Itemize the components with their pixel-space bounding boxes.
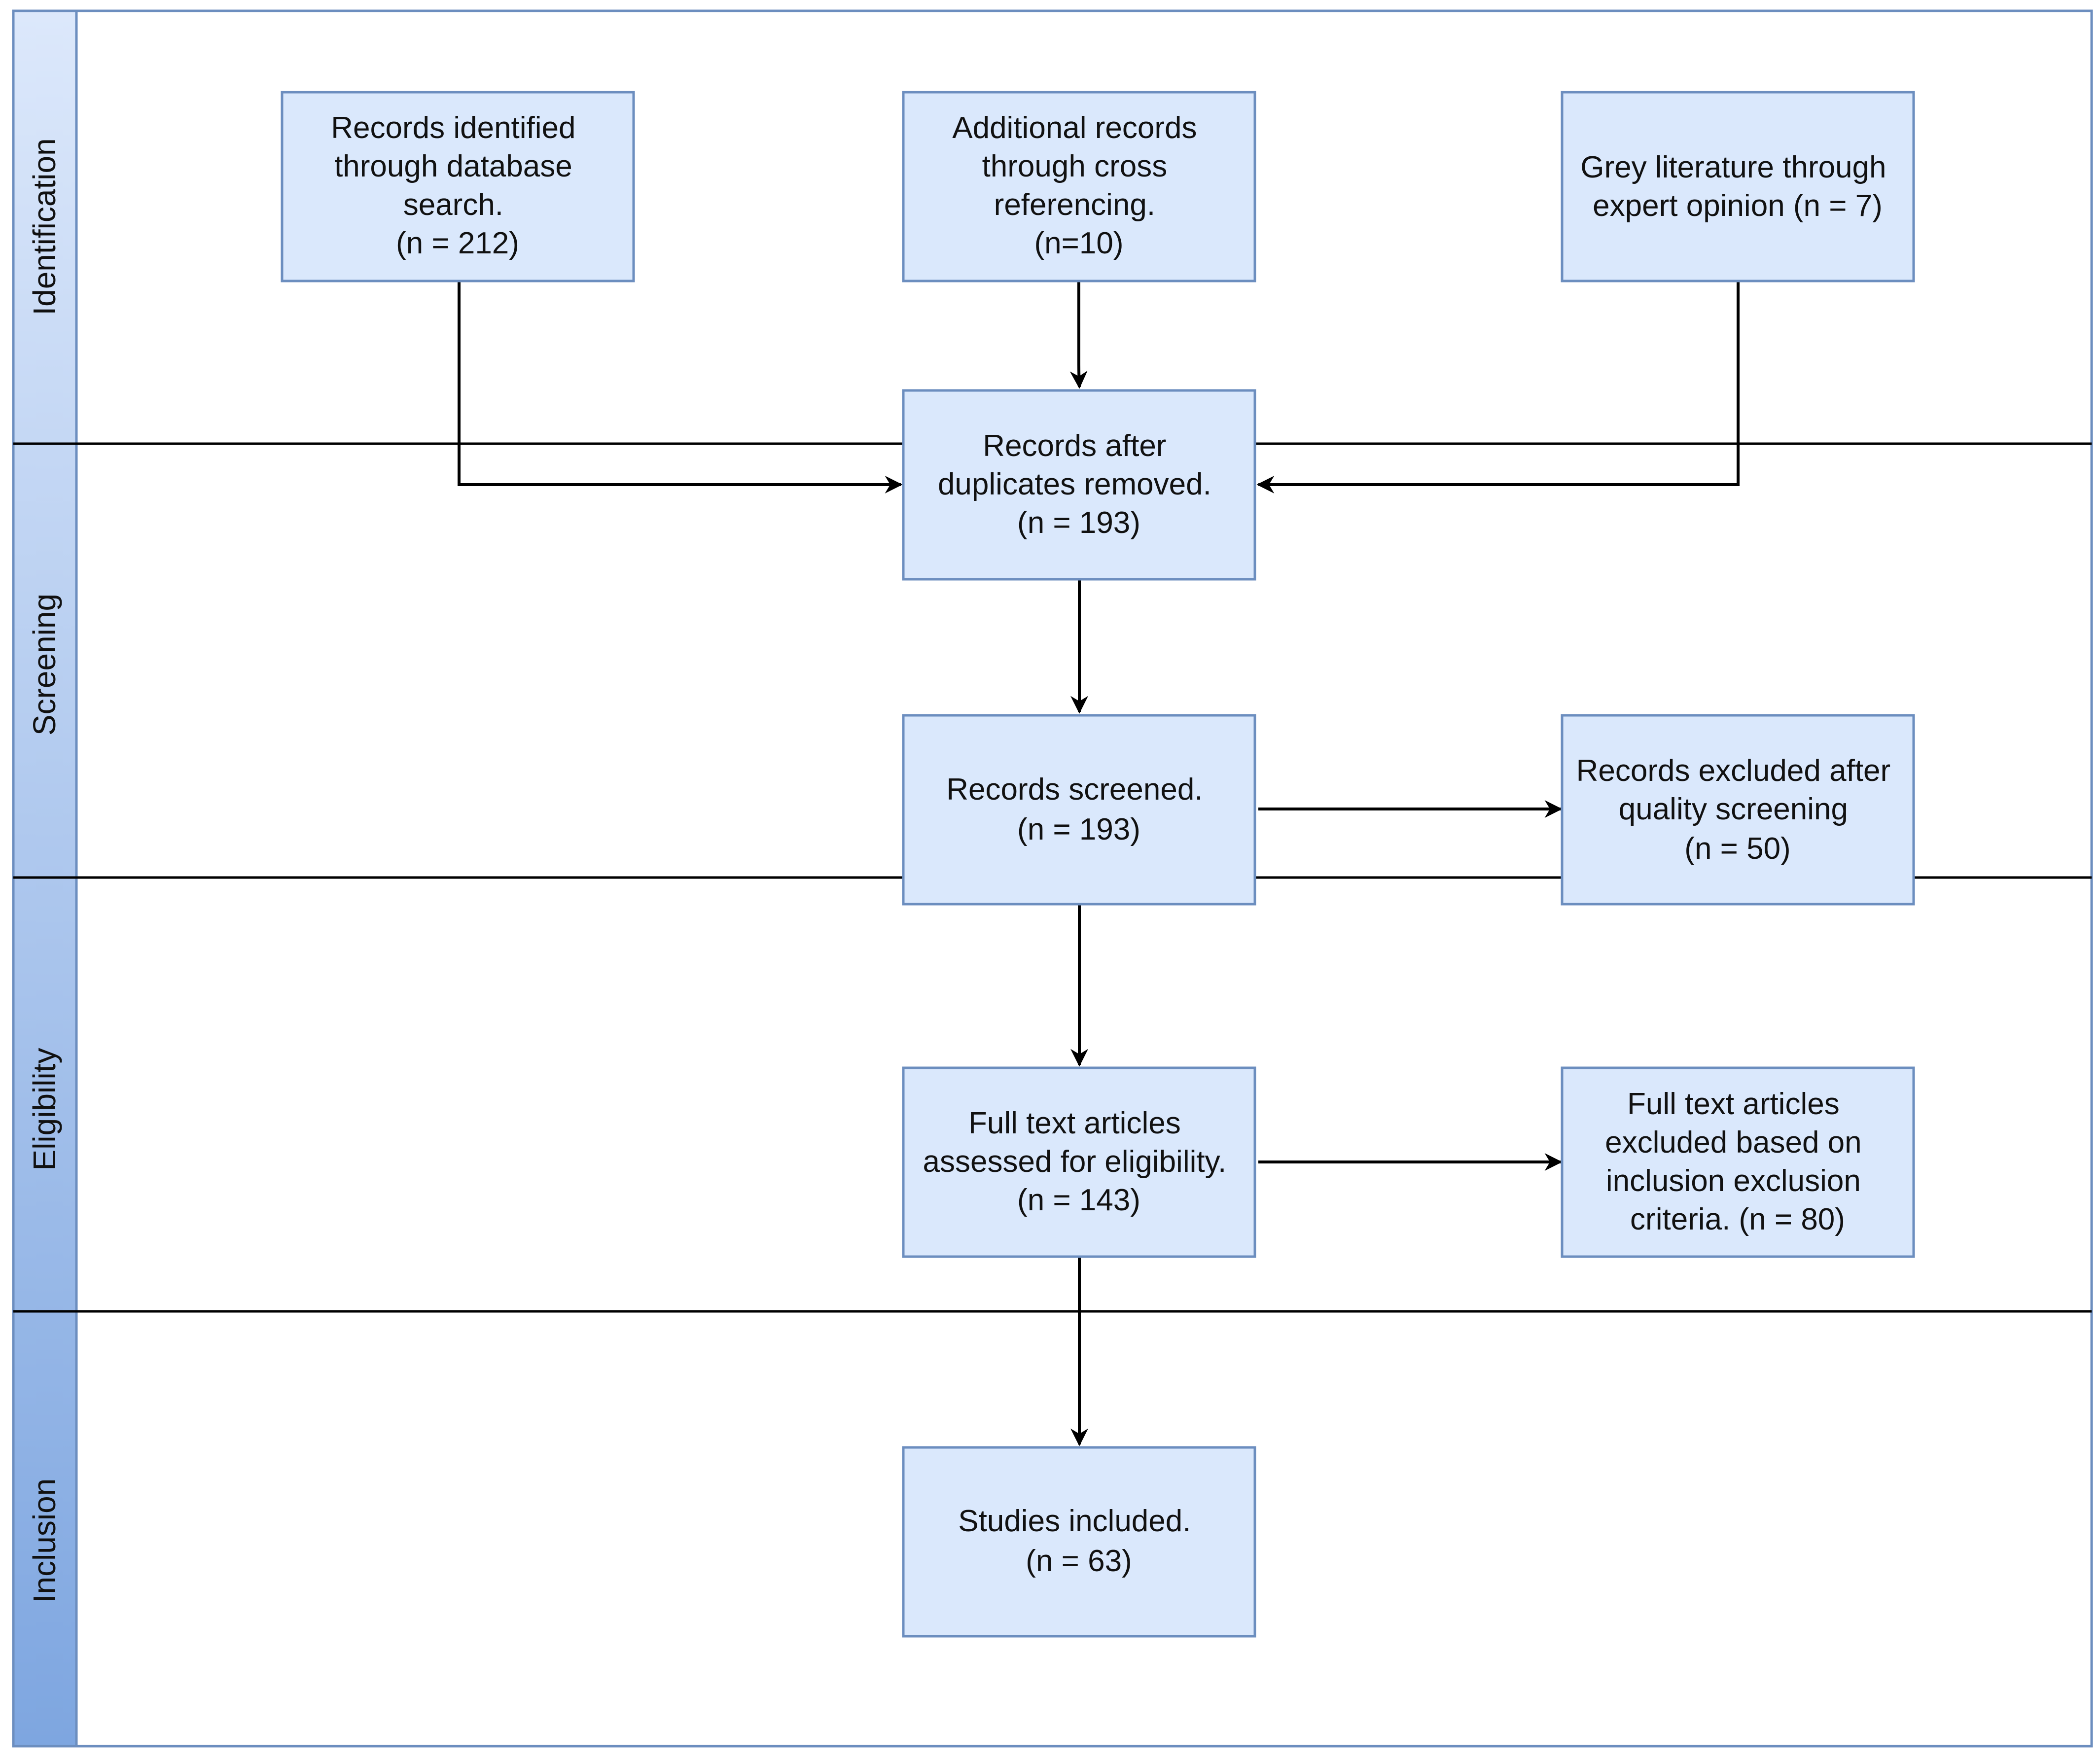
arrow-grey-to-duplicates (1256, 281, 1740, 493)
box-fulltext-assessed-line-1: Full text articles (968, 1106, 1181, 1140)
box-database-search-line-1: Records identified (331, 111, 575, 145)
box-database-search-line-2: through database (334, 149, 572, 183)
svg-text:Studies included. (n = 6: Studies included. (n = 63) (958, 1504, 1199, 1578)
box-studies-included: Studies included. (n = 63) (902, 1446, 1256, 1638)
box-duplicates-removed-line-2: duplicates removed. (938, 467, 1211, 501)
arrow-database-to-duplicates (458, 281, 903, 493)
phase-label-inclusion: Inclusion (27, 1478, 62, 1603)
box-fulltext-excluded-line-2: excluded based on (1605, 1125, 1862, 1160)
box-fulltext-assessed-line-3: (n = 143) (1017, 1183, 1140, 1217)
box-records-screened-line-2: (n = 193) (1017, 812, 1140, 846)
svg-text:Records screened. (n = 1: Records screened. (n = 193) (946, 773, 1211, 846)
box-grey-literature-line-1: Grey literature through (1580, 150, 1886, 184)
box-database-search-line-3: search. (403, 188, 503, 222)
box-fulltext-excluded-line-1: Full text articles (1627, 1087, 1840, 1121)
box-fulltext-excluded-line-3: inclusion exclusion (1606, 1164, 1861, 1198)
svg-text:Additional records throu: Additional records through cross referen… (952, 111, 1206, 260)
box-duplicates-removed: Records after duplicates removed. (n = 1… (902, 389, 1256, 581)
svg-text:Records excluded after q: Records excluded after quality screening… (1576, 754, 1899, 866)
box-database-search: Records identified through database sear… (281, 91, 635, 282)
svg-text:Records identified throu: Records identified through database sear… (331, 111, 584, 260)
box-excluded-quality-line-2: quality screening (1619, 792, 1848, 826)
box-cross-referencing-line-2: through cross (982, 149, 1168, 183)
box-cross-referencing: Additional records through cross referen… (902, 91, 1256, 282)
svg-text:Full text articles asses: Full text articles assessed for eligibil… (923, 1106, 1235, 1217)
box-studies-included-line-2: (n = 63) (1026, 1544, 1132, 1578)
box-fulltext-excluded-line-4: criteria. (n = 80) (1630, 1202, 1845, 1236)
svg-text:Grey literature through: Grey literature through expert opinion (… (1580, 150, 1895, 223)
phase-label-identification: Identification (27, 138, 62, 315)
box-excluded-quality-line-1: Records excluded after (1576, 754, 1891, 788)
box-database-search-line-4: (n = 212) (396, 226, 519, 260)
box-duplicates-removed-line-3: (n = 193) (1017, 506, 1140, 540)
box-fulltext-excluded: Full text articles excluded based on inc… (1561, 1066, 1915, 1258)
phase-label-eligibility: Eligibility (27, 1048, 62, 1171)
box-records-screened-line-1: Records screened. (946, 773, 1203, 807)
box-cross-referencing-line-1: Additional records (952, 111, 1197, 145)
phase-label-screening: Screening (27, 594, 62, 736)
svg-text:Records after duplicates: Records after duplicates removed. (n = 1… (938, 429, 1220, 540)
box-excluded-quality-line-3: (n = 50) (1684, 832, 1790, 866)
box-studies-included-line-1: Studies included. (958, 1504, 1191, 1538)
box-grey-literature-line-2: expert opinion (n = 7) (1593, 189, 1883, 223)
box-cross-referencing-line-3: referencing. (994, 188, 1155, 222)
svg-text:Full text articles exclu: Full text articles excluded based on inc… (1605, 1087, 1870, 1236)
box-excluded-quality: Records excluded after quality screening… (1561, 714, 1915, 906)
box-grey-literature: Grey literature through expert opinion (… (1561, 91, 1915, 282)
box-records-screened: Records screened. (n = 193) (902, 714, 1256, 906)
box-fulltext-assessed: Full text articles assessed for eligibil… (902, 1066, 1256, 1258)
box-duplicates-removed-line-1: Records after (983, 429, 1166, 463)
box-cross-referencing-line-4: (n=10) (1034, 226, 1124, 260)
box-fulltext-assessed-line-2: assessed for eligibility. (923, 1145, 1227, 1179)
